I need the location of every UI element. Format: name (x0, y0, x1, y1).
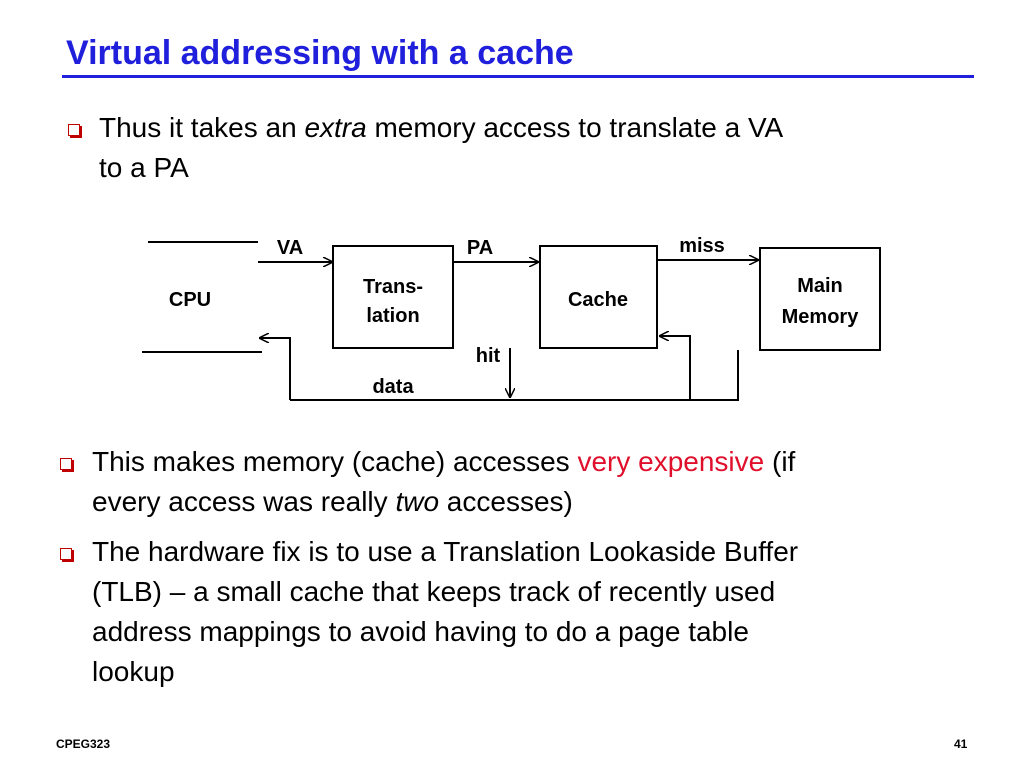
bullet-3-line4: lookup (92, 656, 175, 687)
memory-label-1: Main (797, 275, 843, 297)
footer-page-number: 41 (954, 737, 968, 751)
bullet-2-line2-post: accesses) (439, 486, 573, 517)
bullet-square-icon (60, 458, 74, 472)
memory-label-2: Memory (782, 306, 860, 328)
data-return-arrow (260, 338, 291, 400)
memory-return-path (290, 350, 739, 401)
bullet-1-em: extra (304, 112, 367, 143)
bullet-1-post: memory access to translate a VA (366, 112, 784, 143)
bullet-3-line3: address mappings to avoid having to do a… (92, 616, 749, 647)
footer-course: CPEG323 (56, 737, 111, 751)
bullet-1-line2: to a PA (99, 152, 189, 183)
bullet-3-line1: The hardware fix is to use a Translation… (92, 536, 799, 567)
translation-label-2: lation (366, 305, 419, 327)
bullet-2-highlight: very expensive (577, 446, 765, 477)
bullet-1-pre: Thus it takes an (99, 112, 305, 143)
cache-label: Cache (568, 289, 628, 311)
memory-box (759, 247, 881, 351)
bullet-3-line2: (TLB) – a small cache that keeps track o… (92, 576, 776, 607)
bullet-2-post: (if (764, 446, 796, 477)
cache-box (539, 245, 658, 349)
bullet-2-em: two (395, 486, 440, 517)
bullet-2-text: This makes memory (cache) accesses very … (92, 442, 795, 522)
title-underline (62, 75, 974, 78)
bullet-1-text: Thus it takes an extra memory access to … (99, 108, 783, 188)
bullet-square-icon (60, 548, 74, 562)
cache-fill-arrow (660, 336, 691, 400)
pa-label: PA (467, 237, 493, 259)
miss-label: miss (679, 235, 725, 257)
hit-label: hit (476, 345, 501, 367)
va-label: VA (277, 237, 303, 259)
translation-box (332, 245, 454, 349)
translation-label-1: Trans- (363, 276, 423, 298)
slide-title: Virtual addressing with a cache (66, 34, 574, 72)
data-label: data (372, 376, 414, 398)
bullet-3-text: The hardware fix is to use a Translation… (92, 532, 798, 692)
bullet-2-pre: This makes memory (cache) accesses (92, 446, 578, 477)
bullet-2-line2-pre: every access was really (92, 486, 396, 517)
cpu-label: CPU (169, 289, 211, 311)
